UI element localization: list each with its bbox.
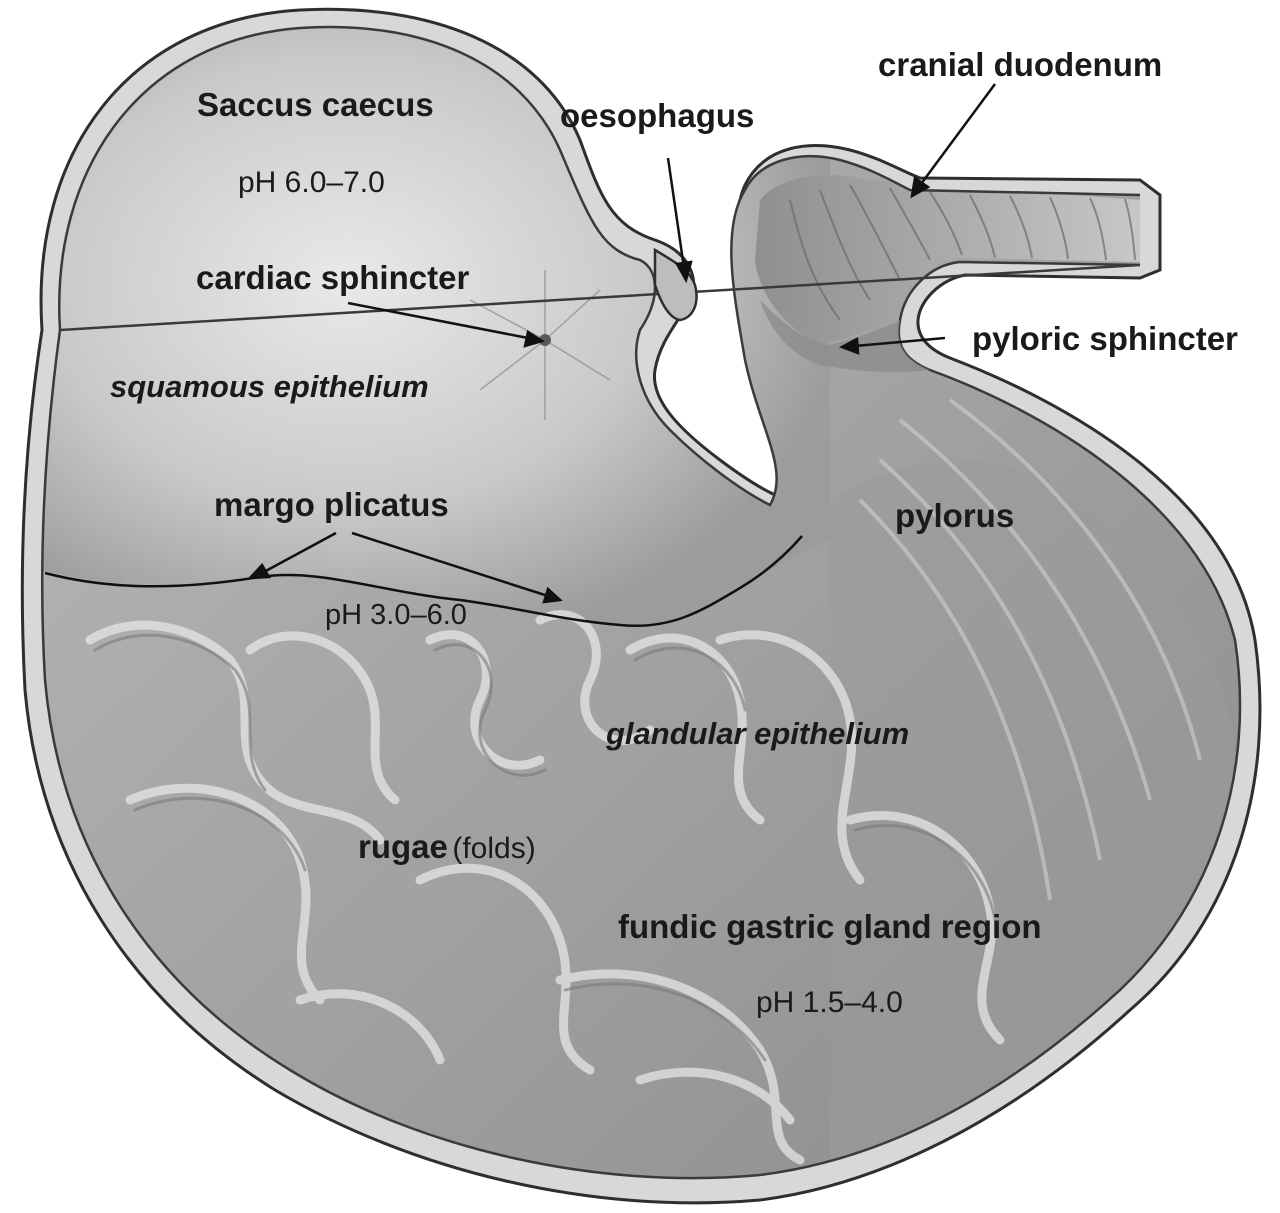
label-rugae: rugae <box>358 828 448 865</box>
cardiac-sphincter-opening <box>539 334 551 346</box>
label-ph-fundic: pH 1.5–4.0 <box>756 986 903 1019</box>
label-pyloric-sphincter: pyloric sphincter <box>972 320 1238 357</box>
label-squamous-epithelium: squamous epithelium <box>110 369 429 404</box>
label-saccus-caecus: Saccus caecus <box>197 86 434 123</box>
oesophagus-arrow <box>666 157 686 269</box>
label-cardiac-sphincter: cardiac sphincter <box>196 259 470 296</box>
label-margo-plicatus: margo plicatus <box>214 486 449 523</box>
cranial-duodenum-arrow <box>916 83 997 189</box>
label-rugae-group: rugae (folds) <box>358 830 536 864</box>
label-ph-saccus: pH 6.0–7.0 <box>238 166 385 199</box>
pyloric-sphincter-ring <box>760 300 930 373</box>
margo-plicatus-arrow-right <box>351 531 549 598</box>
stomach-inner-wall <box>41 25 1242 1180</box>
label-pylorus: pylorus <box>895 497 1015 534</box>
label-cranial-duodenum: cranial duodenum <box>878 46 1163 83</box>
label-glandular-epithelium: glandular epithelium <box>606 716 910 751</box>
label-ph-margo: pH 3.0–6.0 <box>325 599 467 631</box>
label-rugae-note: (folds) <box>452 832 536 865</box>
margo-plicatus-arrow-left <box>261 531 337 575</box>
label-fundic-region: fundic gastric gland region <box>618 908 1042 945</box>
label-oesophagus: oesophagus <box>560 97 755 134</box>
pyloric-sphincter-arrow <box>854 336 946 348</box>
margo-plicatus-line <box>44 535 803 628</box>
cardiac-sphincter-arrow <box>347 301 529 340</box>
